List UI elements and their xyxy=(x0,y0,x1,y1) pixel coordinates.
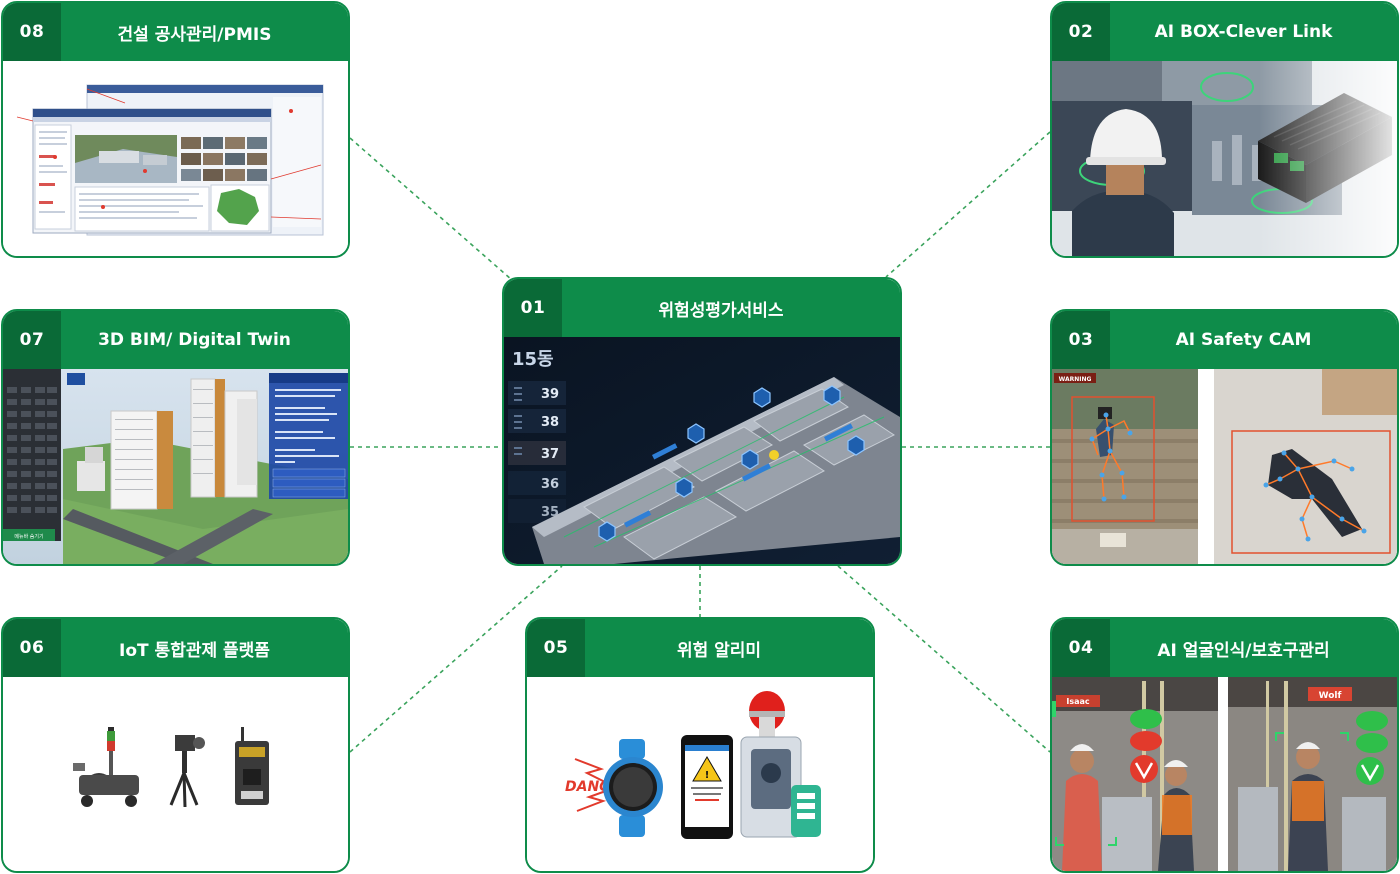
connector-08 xyxy=(349,137,513,281)
floor-38: 38 xyxy=(541,415,559,430)
svg-text:!: ! xyxy=(705,770,710,781)
card-title: 위험성평가서비스 xyxy=(658,300,784,321)
connector-02 xyxy=(885,131,1051,278)
card-bim-digital-twin[interactable]: 07 3D BIM/ Digital Twin xyxy=(1,309,350,566)
floor-37: 37 xyxy=(541,447,559,462)
gateway-box-device xyxy=(235,727,269,805)
card-ai-box[interactable]: 02 AI BOX-Clever Link xyxy=(1050,1,1399,258)
card-number: 02 xyxy=(1052,3,1110,61)
tripod-sensor-device xyxy=(169,735,205,808)
card-iot-platform[interactable]: 06 IoT 통합관제 플랫폼 xyxy=(1,617,350,873)
card-title: 건설 공사관리/PMIS xyxy=(117,24,272,45)
card-face-recognition[interactable]: 04 AI 얼굴인식/보호구관리 Isaac xyxy=(1050,617,1399,873)
card-title: AI Safety CAM xyxy=(1175,330,1312,350)
ai-box-photo xyxy=(1052,61,1397,256)
card-header: 06 IoT 통합관제 플랫폼 xyxy=(3,619,348,677)
card-header: 02 AI BOX-Clever Link xyxy=(1052,3,1397,61)
card-ai-safety-cam[interactable]: 03 AI Safety CAM WARNING xyxy=(1050,309,1399,566)
card-pmis[interactable]: 08 건설 공사관리/PMIS xyxy=(1,1,350,258)
card-number: 06 xyxy=(3,619,61,677)
card-title: 위험 알리미 xyxy=(676,640,762,661)
smartphone-device: ! xyxy=(681,735,733,839)
card-risk-assessment[interactable]: 01 위험성평가서비스 15동 39 38 37 36 35 xyxy=(502,277,902,566)
face-recognition-gate: Isaac Wolf xyxy=(1052,677,1397,871)
card-header: 07 3D BIM/ Digital Twin xyxy=(3,311,348,369)
card-header: 03 AI Safety CAM xyxy=(1052,311,1397,369)
card-header: 08 건설 공사관리/PMIS xyxy=(3,3,348,61)
floor-39: 39 xyxy=(541,387,559,402)
card-title: AI BOX-Clever Link xyxy=(1154,22,1333,42)
building-label: 15동 xyxy=(512,349,554,370)
safety-cam-detection: WARNING xyxy=(1052,369,1397,564)
card-number: 08 xyxy=(3,3,61,61)
risk-3d-floorplan: 15동 39 38 37 36 35 xyxy=(504,337,900,564)
signal-tower-device xyxy=(73,727,139,807)
alert-devices-photo: DANGER ! xyxy=(527,677,873,871)
card-number: 07 xyxy=(3,311,61,369)
bim-3d-view: 메뉴바 숨기기 xyxy=(3,369,348,564)
sign-left: Isaac xyxy=(1066,697,1090,706)
card-danger-alert[interactable]: 05 위험 알리미 DANGER xyxy=(525,617,875,873)
card-number: 04 xyxy=(1052,619,1110,677)
floor-plan xyxy=(532,377,900,564)
iot-devices-photo xyxy=(3,677,348,871)
ppe-status-right xyxy=(1356,711,1388,785)
pmis-screenshot xyxy=(3,61,348,256)
warning-beacon-device xyxy=(740,691,821,838)
side-button[interactable]: 메뉴바 숨기기 xyxy=(14,533,43,540)
card-number: 03 xyxy=(1052,311,1110,369)
card-title: AI 얼굴인식/보호구관리 xyxy=(1157,640,1330,661)
sign-right: Wolf xyxy=(1319,691,1342,701)
card-number: 01 xyxy=(504,279,562,337)
card-header: 04 AI 얼굴인식/보호구관리 xyxy=(1052,619,1397,677)
warning-tag: WARNING xyxy=(1059,376,1092,383)
smartwatch-device xyxy=(603,739,663,837)
ppe-status-left xyxy=(1130,709,1162,783)
card-number: 05 xyxy=(527,619,585,677)
card-header: 05 위험 알리미 xyxy=(527,619,873,677)
card-title: 3D BIM/ Digital Twin xyxy=(98,330,291,350)
floor-36: 36 xyxy=(541,477,559,492)
card-title: IoT 통합관제 플랫폼 xyxy=(119,640,270,661)
floor-list: 39 38 37 36 35 xyxy=(508,381,566,523)
card-header: 01 위험성평가서비스 xyxy=(504,279,900,337)
